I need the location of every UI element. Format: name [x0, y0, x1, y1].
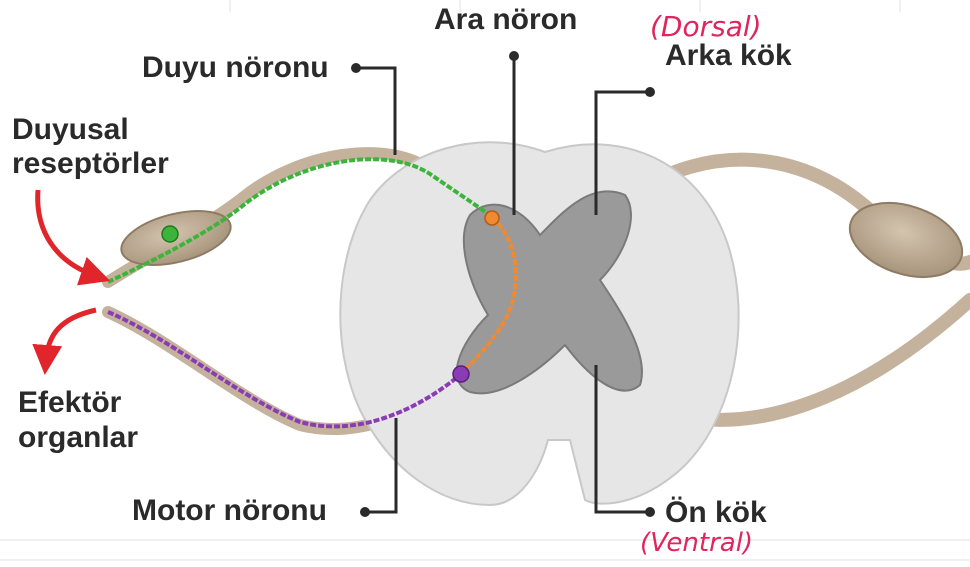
response-arrow [46, 310, 96, 360]
label-arka-kok: Arka kök [665, 38, 792, 74]
motor-neuron-cell-body [453, 366, 469, 382]
label-duyusal-reseptorler-line2: reseptörler [12, 146, 169, 182]
label-on-kok: Ön kök [665, 495, 767, 531]
sensory-neuron-cell-body [162, 226, 178, 242]
label-efektor-organlar-line2: organlar [18, 420, 138, 456]
label-duyu-noronu: Duyu nöronu [142, 50, 329, 86]
label-duyusal-reseptorler-line1: Duyusal [12, 112, 129, 148]
label-motor-noronu: Motor nöronu [132, 493, 327, 529]
annotation-ventral: (Ventral) [640, 528, 753, 558]
stimulus-arrow [38, 190, 96, 276]
interneuron-cell-body [485, 211, 499, 225]
label-ara-noron: Ara nöron [434, 2, 577, 38]
label-efektor-organlar-line1: Efektör [18, 385, 121, 421]
